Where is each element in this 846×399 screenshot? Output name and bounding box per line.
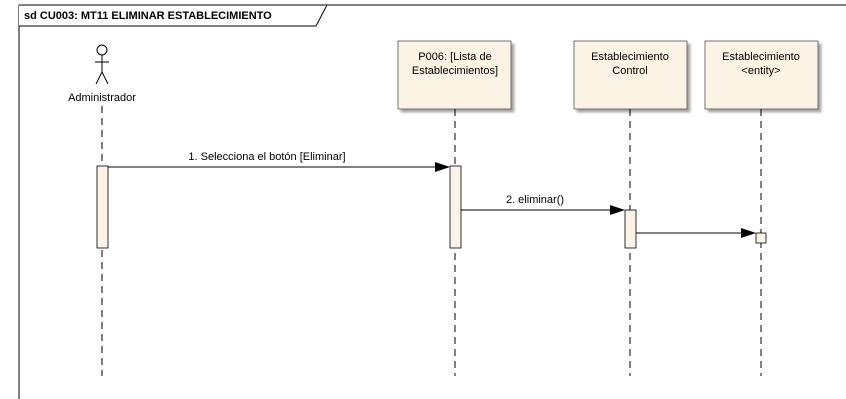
actor-name: Administrador (68, 92, 136, 104)
message-arrowhead (435, 162, 450, 172)
lifeline-dashes (101, 106, 762, 376)
lifeline-establecimiento-entity: Establecimiento <entity> (704, 40, 819, 110)
actor-administrador: Administrador (68, 44, 136, 104)
message-arrowhead (741, 228, 756, 238)
lifeline-label-line2: Control (612, 65, 647, 77)
activation-bar-p006 (449, 165, 462, 249)
message-3 (636, 228, 756, 238)
message-2: 2. eliminar() (461, 194, 625, 215)
message-label: 1. Selecciona el botón [Eliminar] (188, 151, 345, 163)
stick-figure-actor-icon (95, 44, 109, 85)
activation-bar-entity (755, 232, 767, 244)
activation-bar-actor (96, 165, 109, 249)
lifeline-label-line1: Establecimiento (722, 51, 800, 63)
activation-bar-control (624, 209, 637, 249)
message-arrowhead (610, 205, 625, 215)
lifeline-p006: P006: [Lista de Establecimientos] (397, 40, 512, 110)
frame-title: sd CU003: MT11 ELIMINAR ESTABLECIMIENTO (24, 10, 272, 22)
message-label: 2. eliminar() (506, 194, 564, 206)
lifeline-label-line1: Establecimiento (591, 51, 669, 63)
lifeline-box (573, 40, 688, 110)
lifeline-label-line1: P006: [Lista de (418, 51, 491, 63)
message-1: 1. Selecciona el botón [Eliminar] (108, 151, 450, 172)
diagram-frame: sd CU003: MT11 ELIMINAR ESTABLECIMIENTO (18, 4, 846, 399)
lifeline-box (704, 40, 819, 110)
lifeline-label-line2: <entity> (741, 65, 780, 77)
frame-title-tab (19, 4, 328, 27)
lifeline-label-line2: Establecimientos] (412, 65, 498, 77)
lifeline-establecimiento-control: Establecimiento Control (573, 40, 688, 110)
